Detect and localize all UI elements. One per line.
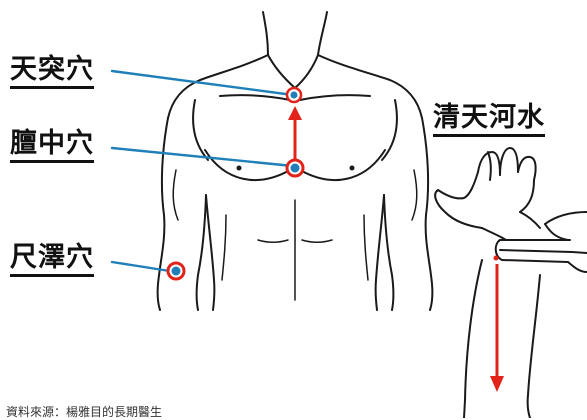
tiantu-pointer-line — [112, 71, 293, 95]
forearm-downward-arrow — [490, 256, 504, 393]
danzhong-point — [287, 160, 303, 176]
chize-label: 尺澤穴 — [10, 244, 94, 277]
hand-figure — [435, 148, 587, 418]
left-nipple — [237, 166, 242, 171]
tiantu-label: 天突穴 — [10, 56, 94, 89]
chest-upward-arrow — [288, 106, 302, 162]
chize-pointer-line — [112, 262, 176, 272]
tiantu-point — [287, 88, 301, 102]
qingtianheshui-label: 清天河水 — [433, 104, 545, 137]
right-nipple — [350, 166, 355, 171]
danzhong-label: 膻中穴 — [10, 130, 94, 163]
source-caption: 資料來源：楊雅目的長期醫生 — [6, 403, 162, 420]
chize-point — [168, 263, 184, 279]
danzhong-pointer-line — [112, 148, 293, 166]
